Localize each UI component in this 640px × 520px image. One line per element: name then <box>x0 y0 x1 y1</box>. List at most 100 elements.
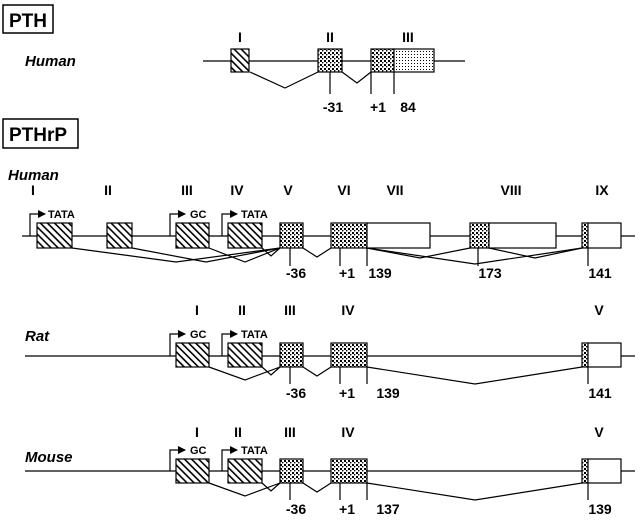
human-pos-5: 141 <box>588 265 612 281</box>
mouse-splice <box>366 482 583 501</box>
human-promoter-1: TATA <box>48 209 75 221</box>
mouse-promoter-1: GC <box>190 445 207 457</box>
human-pos-1: -36 <box>286 265 306 281</box>
rat-splice <box>208 366 281 381</box>
human-exon-IX-coding <box>581 222 589 249</box>
pthrp-human-label: Human <box>8 167 59 184</box>
pth-exon-label-I: I <box>238 29 242 45</box>
human-exon-label-VII: VII <box>386 182 403 198</box>
pth-exon-II <box>317 48 343 73</box>
human-exon-II <box>106 222 133 249</box>
pth-pos-3: 84 <box>400 99 416 115</box>
pth-exon-III-coding <box>370 48 395 73</box>
rat-pos-3: 139 <box>376 385 400 401</box>
human-splice <box>261 247 281 257</box>
mouse-exon-II <box>227 458 263 484</box>
pthrp-title-box <box>2 118 79 149</box>
pth-panel: PTH Human I II III -31 +1 84 <box>2 4 465 115</box>
rat-promoter-arrow-1 <box>169 330 186 356</box>
mouse-exon-IV <box>330 458 368 484</box>
pth-pos-1: -31 <box>323 99 343 115</box>
mouse-promoter-2: TATA <box>241 445 268 457</box>
pthrp-title: PTHrP <box>9 125 67 146</box>
human-exon-label-VIII: VIII <box>500 182 521 198</box>
human-exon-VIII-utr <box>488 222 557 249</box>
human-exon-label-IX: IX <box>595 182 609 198</box>
human-splice <box>71 247 281 263</box>
mouse-exon-label-IV: IV <box>341 424 355 440</box>
rat-exon-label-V: V <box>594 302 604 318</box>
human-promoter-3: TATA <box>241 209 268 221</box>
rat-exon-II <box>227 342 263 368</box>
pth-splice-2 <box>341 71 372 84</box>
rat-exon-label-III: III <box>284 302 296 318</box>
rat-splice <box>366 366 583 385</box>
human-exon-label-II: II <box>104 182 112 198</box>
pthrp-rat-panel: Rat I II III IV V GC TATA -36 +1 139 141 <box>25 302 635 401</box>
human-exon-VII <box>366 222 431 249</box>
mouse-pos-4: 139 <box>588 501 612 517</box>
human-pos-4: 173 <box>478 265 502 281</box>
mouse-exon-label-II: II <box>234 424 242 440</box>
human-exon-III <box>175 222 210 249</box>
human-splice <box>488 247 583 259</box>
pth-exon-III-utr <box>393 48 435 73</box>
mouse-exon-label-I: I <box>195 424 199 440</box>
pth-exon-label-III: III <box>402 29 414 45</box>
human-exon-IX-utr <box>587 222 622 249</box>
pth-title: PTH <box>9 11 47 32</box>
human-exon-IV <box>227 222 263 249</box>
rat-exon-III <box>279 342 304 368</box>
human-exon-label-VI: VI <box>337 182 350 198</box>
pthrp-mouse-label: Mouse <box>25 449 73 466</box>
human-pos-2: +1 <box>339 265 355 281</box>
pthrp-human-panel: Human I II III IV V VI VII VIII IX <box>8 167 635 281</box>
human-splice <box>366 247 471 259</box>
mouse-promoter-arrow-2 <box>221 446 238 471</box>
pthrp-mouse-panel: Mouse I II III IV V GC TATA -36 +1 137 1… <box>25 424 635 517</box>
mouse-exon-label-V: V <box>594 424 604 440</box>
mouse-splice <box>261 482 281 492</box>
rat-exon-label-IV: IV <box>341 302 355 318</box>
mouse-splice <box>302 482 332 493</box>
human-promoter-arrow-3 <box>221 210 238 236</box>
mouse-pos-1: -36 <box>286 501 306 517</box>
rat-pos-1: -36 <box>286 385 306 401</box>
pth-pos-2: +1 <box>370 99 386 115</box>
human-pos-3: 139 <box>368 265 392 281</box>
rat-splice <box>302 366 332 377</box>
human-exon-label-IV: IV <box>230 182 244 198</box>
pth-exon-label-II: II <box>326 29 334 45</box>
human-exon-V <box>279 222 304 249</box>
human-promoter-2: GC <box>190 209 207 221</box>
rat-exon-V-utr <box>587 342 622 368</box>
pth-human-label: Human <box>25 53 76 70</box>
pthrp-rat-label: Rat <box>25 328 50 345</box>
rat-exon-IV <box>330 342 368 368</box>
rat-exon-label-I: I <box>195 302 199 318</box>
mouse-exon-III <box>279 458 304 484</box>
human-promoter-arrow-1 <box>29 210 46 236</box>
mouse-exon-V-utr <box>587 458 622 484</box>
rat-splice <box>261 366 281 376</box>
rat-promoter-arrow-2 <box>221 330 238 356</box>
mouse-exon-label-III: III <box>284 424 296 440</box>
mouse-pos-2: +1 <box>339 501 355 517</box>
rat-promoter-2: TATA <box>241 329 268 341</box>
mouse-pos-3: 137 <box>376 501 400 517</box>
rat-exon-V-coding <box>581 342 589 368</box>
human-exon-label-III: III <box>181 182 193 198</box>
rat-promoter-1: GC <box>190 329 207 341</box>
human-splice <box>302 247 332 258</box>
human-exon-VIII-coding <box>469 222 490 249</box>
rat-pos-2: +1 <box>339 385 355 401</box>
human-exon-I <box>36 222 73 249</box>
human-exon-label-V: V <box>283 182 293 198</box>
rat-pos-4: 141 <box>588 385 612 401</box>
human-exon-VI <box>330 222 368 249</box>
human-promoter-arrow-2 <box>169 210 186 236</box>
mouse-promoter-arrow-1 <box>169 446 186 471</box>
mouse-exon-I <box>175 458 210 484</box>
rat-exon-label-II: II <box>238 302 246 318</box>
rat-exon-I <box>175 342 210 368</box>
